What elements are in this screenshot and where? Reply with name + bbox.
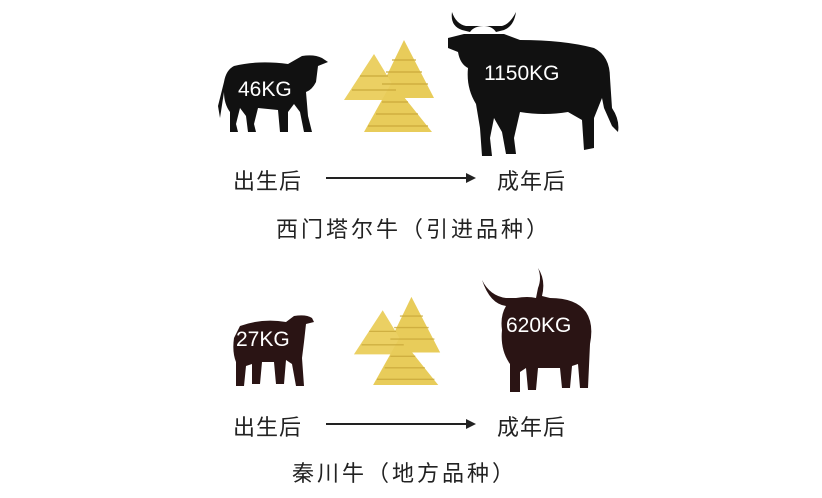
calf-silhouette-icon	[218, 55, 328, 133]
growth-arrow	[326, 423, 468, 425]
arrow-head-icon	[466, 173, 476, 183]
calf-weight: 46KG	[238, 78, 292, 101]
hay-pile-icon	[353, 296, 441, 386]
breed-title: 西门塔尔牛（引进品种）	[276, 218, 552, 243]
hay-pile-icon	[344, 40, 434, 132]
calf-silhouette-icon	[233, 315, 314, 386]
arrow-head-icon	[466, 419, 476, 429]
adult-label: 成年后	[497, 170, 567, 195]
birth-label: 出生后	[233, 416, 303, 441]
birth-label: 出生后	[233, 170, 303, 195]
adult-label: 成年后	[497, 416, 567, 441]
growth-arrow	[326, 177, 468, 179]
bull-silhouette-icon	[482, 268, 592, 392]
bull-silhouette-icon	[448, 12, 619, 156]
calf-weight: 27KG	[236, 328, 290, 351]
bull-weight: 620KG	[506, 314, 572, 337]
breed-title: 秦川牛（地方品种）	[292, 462, 518, 487]
bull-weight: 1150KG	[484, 62, 560, 85]
